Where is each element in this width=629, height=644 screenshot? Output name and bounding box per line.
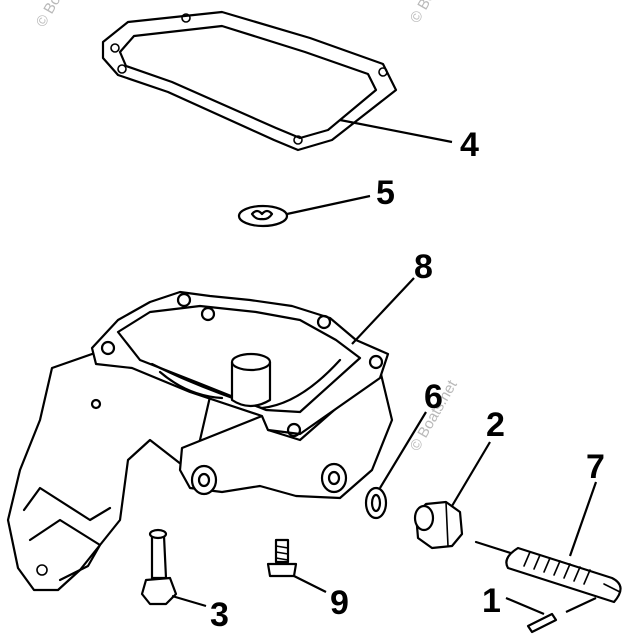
clip-part [237,204,289,228]
bolt-part [140,528,178,606]
callout-5: 5 [376,174,395,212]
leader-3 [171,594,207,608]
callout-4: 4 [460,126,479,164]
needle-valve-part [474,540,622,604]
pin-part [526,612,558,634]
callout-9: 9 [330,584,349,622]
leader-9 [293,575,327,593]
leader-7 [568,481,598,557]
leader-6 [379,411,427,489]
watermark-top-left: © Boats.net [33,0,87,30]
leader-1b [565,597,597,613]
screw-part [266,538,298,578]
plug-nut-part [413,500,464,550]
leader-8 [351,277,415,345]
leader-2 [451,441,491,507]
leader-4 [339,118,453,144]
housing-part [6,290,394,592]
callout-7: 7 [586,448,605,486]
callout-1: 1 [482,582,501,620]
washer-part [364,486,388,520]
leader-1a [505,596,545,616]
leader-5 [286,194,371,216]
gasket-part [101,10,398,152]
watermark-top-right: © Boats.net [407,0,461,26]
callout-2: 2 [486,406,505,444]
callout-8: 8 [414,248,433,286]
callout-6: 6 [424,378,443,416]
callout-3: 3 [210,596,229,634]
